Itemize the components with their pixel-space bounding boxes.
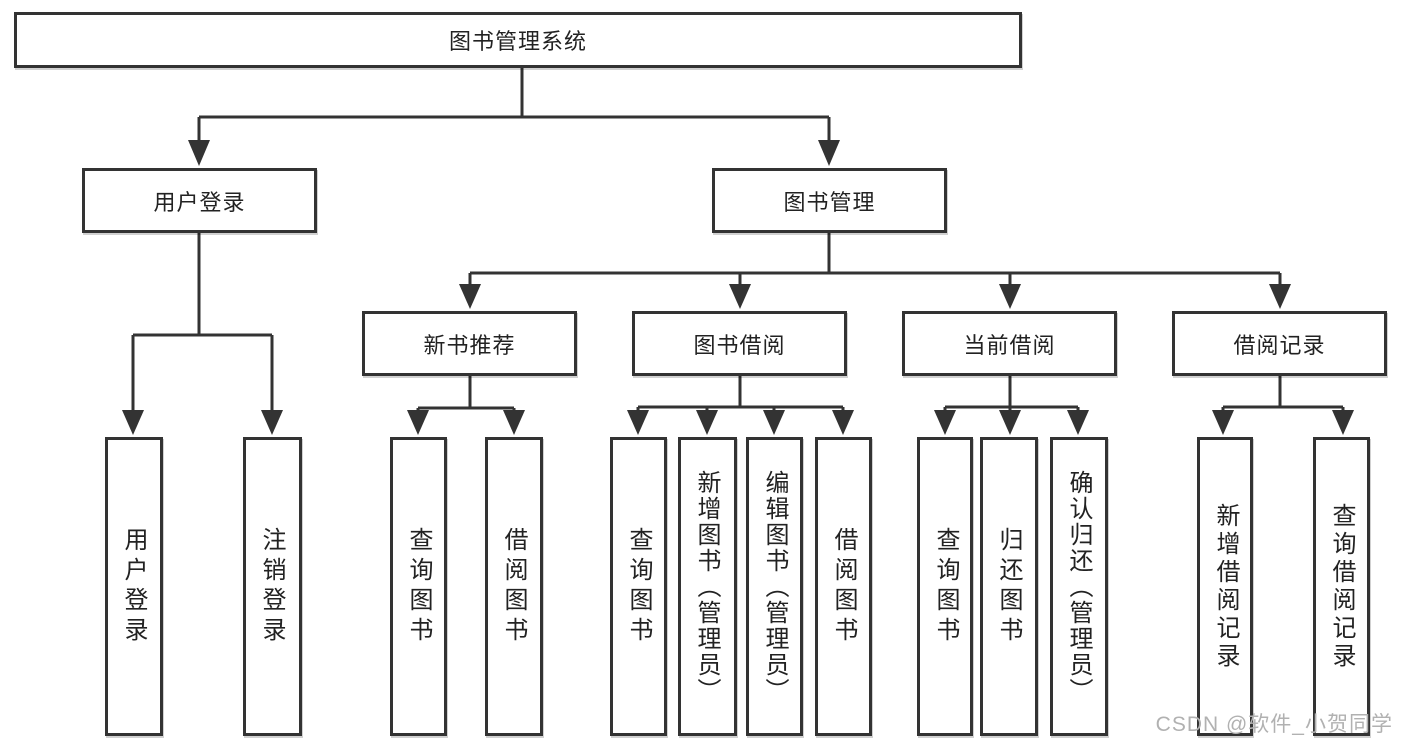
- node-borrow-records: 借阅记录: [1172, 311, 1387, 376]
- node-book-management: 图书管理: [712, 168, 947, 233]
- arrowheads: [122, 140, 1354, 435]
- leaf-query-books-borrow: 查询图书: [610, 437, 667, 736]
- leaf-logout: 注销登录: [243, 437, 302, 736]
- leaf-add-borrow-record: 新增借阅记录: [1197, 437, 1253, 736]
- leaf-return-books: 归还图书: [980, 437, 1038, 736]
- node-current-borrow: 当前借阅: [902, 311, 1117, 376]
- leaf-borrow-books-borrow: 借阅图书: [815, 437, 872, 736]
- leaf-user-login: 用户登录: [105, 437, 163, 736]
- leaf-confirm-return-admin: 确认归还（管理员）: [1050, 437, 1108, 736]
- leaf-borrow-books-newbooks: 借阅图书: [485, 437, 543, 736]
- leaf-query-books-current: 查询图书: [917, 437, 973, 736]
- leaf-query-books-newbooks: 查询图书: [390, 437, 447, 736]
- node-new-book-recommend: 新书推荐: [362, 311, 577, 376]
- leaf-edit-books-admin: 编辑图书（管理员）: [746, 437, 803, 736]
- node-user-login: 用户登录: [82, 168, 317, 233]
- connector-paths: [131, 68, 1345, 412]
- leaf-query-borrow-record: 查询借阅记录: [1313, 437, 1370, 736]
- leaf-add-books-admin: 新增图书（管理员）: [678, 437, 737, 736]
- node-book-borrow: 图书借阅: [632, 311, 847, 376]
- node-root: 图书管理系统: [14, 12, 1022, 68]
